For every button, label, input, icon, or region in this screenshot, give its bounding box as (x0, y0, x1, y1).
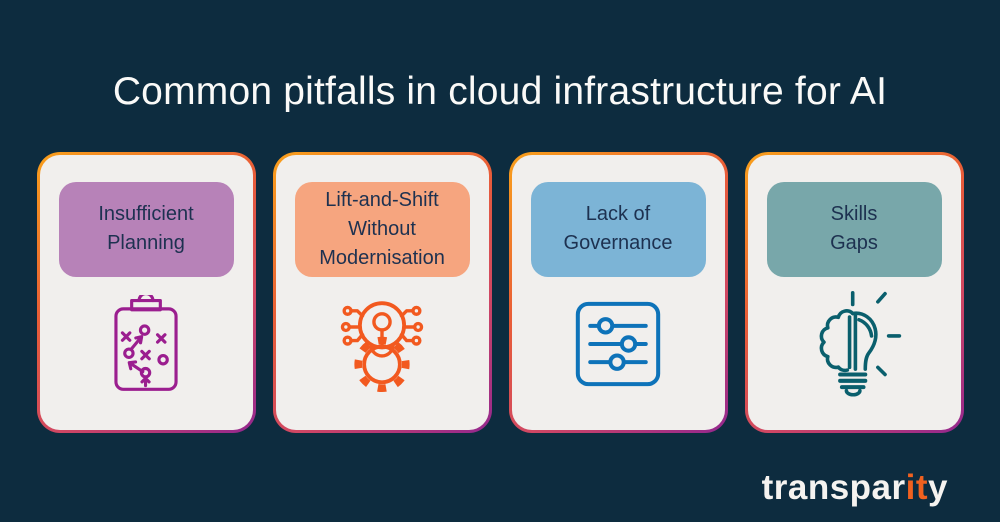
card-body: Lift-and-Shift Without Modernisation (275, 154, 489, 430)
card-body: Skills Gaps (747, 154, 961, 430)
page-title: Common pitfalls in cloud infrastructure … (112, 70, 888, 113)
logo-text-suffix: y (928, 468, 948, 507)
pitfall-label-pill: Lack of Governance (530, 181, 706, 277)
pitfall-label: Lift-and-Shift Without Modernisation (319, 188, 445, 269)
card-insufficient-planning: Insufficient Planning (36, 151, 256, 433)
governance-sliders-icon (574, 277, 662, 412)
card-lift-and-shift: Lift-and-Shift Without Modernisation (272, 151, 492, 433)
brain-lightbulb-icon (806, 277, 903, 412)
pitfall-label-pill: Insufficient Planning (58, 181, 234, 277)
card-lack-of-governance: Lack of Governance (508, 151, 728, 433)
pitfall-label: Lack of Governance (563, 203, 673, 255)
transparity-logo: transparity (762, 468, 948, 508)
pitfall-label-pill: Skills Gaps (766, 181, 942, 277)
bulb-gear-circuit-icon (335, 277, 429, 412)
strategy-clipboard-icon (112, 277, 180, 412)
card-body: Lack of Governance (511, 154, 725, 430)
pitfall-label: Insufficient Planning (98, 203, 194, 255)
pitfall-label-pill: Lift-and-Shift Without Modernisation (294, 181, 470, 277)
logo-text-accent: it (905, 468, 929, 507)
card-body: Insufficient Planning (39, 154, 253, 430)
pitfall-cards-row: Insufficient Planning (0, 151, 1000, 433)
card-skills-gaps: Skills Gaps (744, 151, 964, 433)
logo-text-prefix: transpar (761, 468, 906, 507)
pitfall-label: Skills Gaps (830, 203, 878, 255)
